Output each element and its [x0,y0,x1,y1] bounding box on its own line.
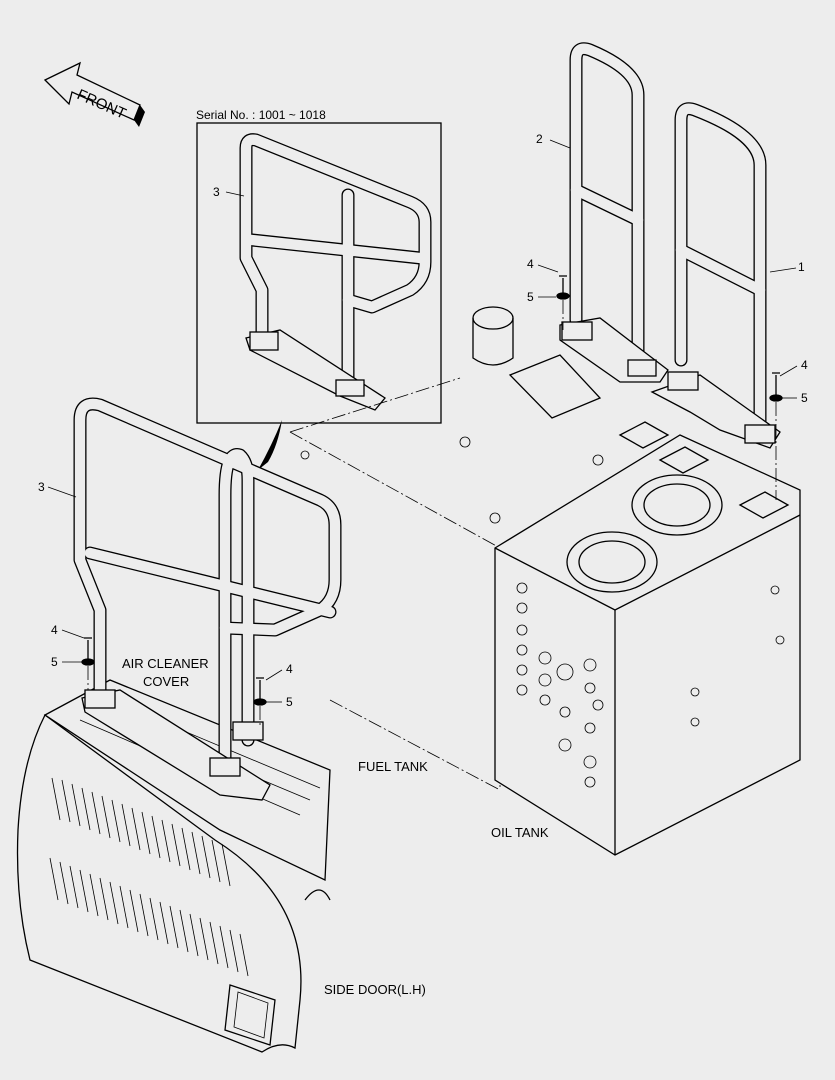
label-fuel-tank: FUEL TANK [358,759,428,774]
callout-handrail-middle: 2 [536,132,543,146]
callout-washer-middle: 5 [527,290,534,304]
handrail-2 [559,42,669,383]
inset-pointer [258,420,282,470]
callout-bolt-right: 4 [801,358,808,372]
serial-inset: Serial No. : 1001 ~ 1018 [196,108,442,424]
front-arrow: FRONT [43,61,145,127]
callout-bolt-middle: 4 [527,257,534,271]
tank-assembly [289,306,801,856]
callout-washer-left-b: 5 [286,695,293,709]
label-oil-tank: OIL TANK [491,825,549,840]
label-air-cleaner-2: COVER [143,674,189,689]
callout-washer-right: 5 [801,391,808,405]
handrail-3 [73,397,342,801]
leader-lines [47,139,798,703]
callout-bolt-left-a: 4 [51,623,58,637]
callout-washer-left-a: 5 [51,655,58,669]
callout-handrail-right: 1 [798,260,805,274]
callout-handrail-left: 3 [38,480,45,494]
label-air-cleaner-1: AIR CLEANER [122,656,209,671]
label-side-door: SIDE DOOR(L.H) [324,982,426,997]
handrail-1 [650,102,781,449]
serial-label: Serial No. : 1001 ~ 1018 [196,108,326,122]
callout-bolt-left-b: 4 [286,662,293,676]
fasteners [81,275,783,725]
inset-handrail [239,133,432,411]
callout-handrail-inset: 3 [213,185,220,199]
